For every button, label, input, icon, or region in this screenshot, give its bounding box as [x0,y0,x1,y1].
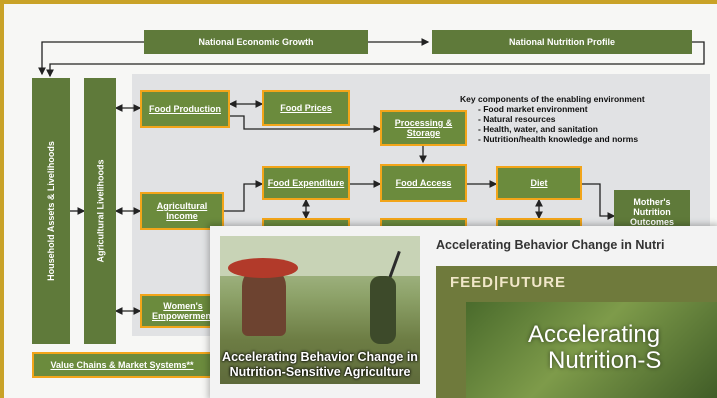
video-thumbnail[interactable]: Accelerating Behavior Change in Nutritio… [220,236,420,384]
national-economic-growth-box: National Economic Growth [144,30,368,54]
legend-item: - Nutrition/health knowledge and norms [478,134,639,144]
food-expenditure-box: Food Expenditure [262,166,350,200]
enabling-environment-legend: Key components of the enabling environme… [460,94,710,144]
video-title[interactable]: Accelerating Behavior Change in Nutri [436,238,665,252]
legend-item: - Natural resources [478,114,556,124]
household-assets-column: Household Assets & Livelihoods [32,78,70,344]
thumbnail-worker [370,276,396,344]
agricultural-livelihoods-label: Agricultural Livelihoods [95,159,106,263]
video-card-overlay[interactable]: Accelerating Behavior Change in Nutritio… [210,226,717,398]
food-prices-box: Food Prices [262,90,350,126]
household-assets-label: Household Assets & Livelihoods [46,141,57,281]
video-poster[interactable]: FEED|FUTURE Accelerating Nutrition-S [436,266,717,398]
food-access-box: Food Access [380,164,467,202]
thumbnail-hat [228,258,298,278]
value-chains-box: Value Chains & Market Systems** [32,352,212,378]
food-production-box: Food Production [140,90,230,128]
agricultural-income-box: Agricultural Income [140,192,224,230]
diet-box: Diet [496,166,582,200]
legend-item: - Health, water, and sanitation [478,124,598,134]
processing-storage-box: Processing & Storage [380,110,467,146]
legend-title: Key components of the enabling environme… [460,94,645,104]
national-nutrition-profile-box: National Nutrition Profile [432,30,692,54]
connector-arrows [38,38,705,315]
legend-item: - Food market environment [478,104,588,114]
feed-the-future-logo: FEED|FUTURE [450,274,567,291]
agricultural-livelihoods-column: Agricultural Livelihoods [84,78,116,344]
poster-image [466,302,717,398]
poster-title-line1: Accelerating [528,321,661,348]
poster-title-line2: Nutrition-S [548,347,662,374]
thumbnail-caption: Accelerating Behavior Change in Nutritio… [222,350,418,379]
